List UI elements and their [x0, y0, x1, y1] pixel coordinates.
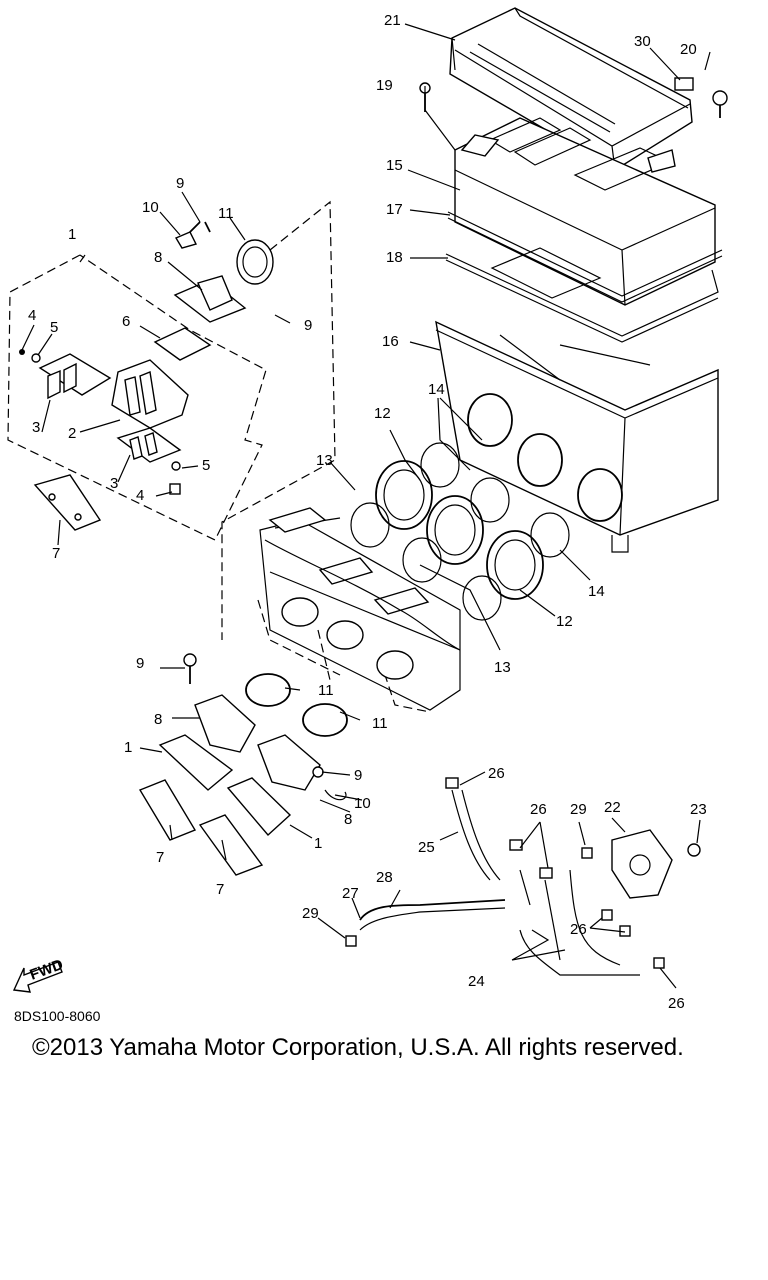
callout-26d: 26 — [668, 995, 685, 1012]
callout-27: 27 — [342, 885, 359, 902]
callout-9d: 9 — [354, 767, 362, 784]
callout-5b: 5 — [202, 457, 210, 474]
callout-8c: 8 — [344, 811, 352, 828]
callout-7a: 7 — [52, 545, 60, 562]
callout-numbers: 21 30 20 19 15 17 18 16 9 10 11 1 8 9 4 … — [28, 12, 707, 1012]
callout-18: 18 — [386, 249, 403, 266]
leader-lines — [21, 23, 711, 989]
callout-4a: 4 — [28, 307, 36, 324]
callout-13a: 13 — [316, 452, 333, 469]
air-filter-element — [454, 117, 716, 306]
air-box-gasket — [447, 211, 723, 303]
air-box-seal — [445, 247, 719, 343]
callout-25: 25 — [418, 839, 435, 856]
callout-21: 21 — [384, 12, 401, 29]
diagram-code: 8DS100-8060 — [14, 1008, 101, 1024]
callout-22: 22 — [604, 799, 621, 816]
callout-20: 20 — [680, 41, 697, 58]
callout-24: 24 — [468, 973, 485, 990]
callout-26a: 26 — [488, 765, 505, 782]
copyright-notice: ©2013 Yamaha Motor Corporation, U.S.A. A… — [32, 1034, 684, 1061]
carburetor-joints — [375, 460, 544, 600]
callout-3a: 3 — [32, 419, 40, 436]
fwd-label: FWD — [28, 956, 66, 984]
callout-8a: 8 — [154, 249, 162, 266]
callout-29a: 29 — [570, 801, 587, 818]
callout-9b: 9 — [304, 317, 312, 334]
callout-10b: 10 — [354, 795, 371, 812]
fuel-pump-group — [345, 777, 701, 976]
callout-23: 23 — [690, 801, 707, 818]
callout-7b: 7 — [156, 849, 164, 866]
callout-30: 30 — [634, 33, 651, 50]
callout-11a: 11 — [218, 205, 234, 222]
callout-1b: 1 — [124, 739, 132, 756]
callout-3b: 3 — [110, 475, 118, 492]
callout-14a: 14 — [428, 381, 445, 398]
callout-4b: 4 — [136, 487, 144, 504]
callout-17: 17 — [386, 201, 403, 218]
carburetor-assembly — [257, 507, 461, 713]
callout-1c: 1 — [314, 835, 322, 852]
callout-29b: 29 — [302, 905, 319, 922]
callout-19: 19 — [376, 77, 393, 94]
callout-11c: 11 — [372, 715, 388, 732]
callout-9c: 9 — [136, 655, 144, 672]
callout-7c: 7 — [216, 881, 224, 898]
callout-26c: 26 — [570, 921, 587, 938]
callout-12b: 12 — [556, 613, 573, 630]
callout-13b: 13 — [494, 659, 511, 676]
callout-8b: 8 — [154, 711, 162, 728]
callout-26b: 26 — [530, 801, 547, 818]
callout-5a: 5 — [50, 319, 58, 336]
hose-clamps — [350, 393, 623, 621]
callout-28: 28 — [376, 869, 393, 886]
callout-10a: 10 — [142, 199, 159, 216]
callout-6: 6 — [122, 313, 130, 330]
callout-9a: 9 — [176, 175, 184, 192]
exploded-parts-diagram: FWD 21 30 20 19 15 17 18 16 9 10 11 1 8 … — [7, 7, 728, 1012]
callout-16: 16 — [382, 333, 399, 350]
lower-intake-group — [138, 653, 348, 876]
callout-12a: 12 — [374, 405, 391, 422]
air-filter-cover — [449, 7, 693, 171]
reed-valve-group — [7, 200, 336, 640]
callout-14b: 14 — [588, 583, 605, 600]
callout-2: 2 — [68, 425, 76, 442]
callout-11b: 11 — [318, 682, 334, 699]
callout-1a: 1 — [68, 226, 76, 243]
callout-15: 15 — [386, 157, 403, 174]
forward-arrow-icon: FWD — [12, 956, 66, 993]
